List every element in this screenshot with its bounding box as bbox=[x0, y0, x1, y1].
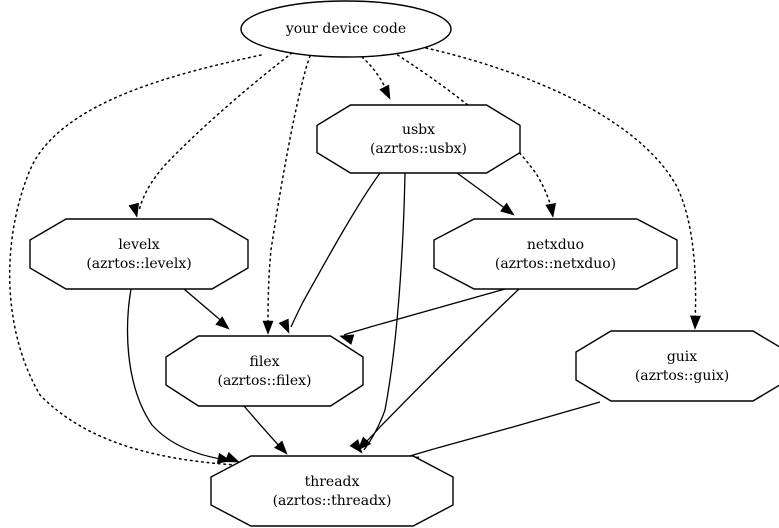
edge-levelx-to-threadx bbox=[126, 288, 228, 461]
graph-node-filex[interactable]: filex(azrtos::filex) bbox=[165, 335, 364, 407]
edge-device-to-levelx bbox=[138, 52, 293, 212]
edge-arrowhead bbox=[545, 202, 557, 218]
edge-netxduo-to-filex bbox=[343, 288, 506, 336]
arrowhead-group bbox=[128, 84, 701, 467]
node-label-package: (azrtos::usbx) bbox=[370, 141, 467, 157]
graph-node-guix[interactable]: guix(azrtos::guix) bbox=[575, 330, 779, 402]
edge-levelx-to-filex bbox=[183, 288, 226, 325]
node-shape-octagon bbox=[433, 218, 678, 290]
graph-node-threadx[interactable]: threadx(azrtos::threadx) bbox=[210, 455, 454, 527]
edge-arrowhead bbox=[690, 315, 701, 330]
edge-usbx-to-netxduo bbox=[456, 172, 511, 213]
edge-guix-to-threadx bbox=[409, 401, 601, 457]
node-label-package: (azrtos::guix) bbox=[635, 368, 729, 384]
edge-usbx-to-filex bbox=[290, 172, 381, 328]
edge-arrowhead bbox=[215, 316, 230, 330]
dotted-edge-group bbox=[9, 47, 697, 466]
solid-edge-group bbox=[126, 172, 601, 461]
edge-arrowhead bbox=[216, 452, 232, 464]
edge-arrowhead bbox=[278, 318, 290, 334]
node-label-primary: filex bbox=[250, 354, 280, 370]
node-label-primary: threadx bbox=[305, 474, 360, 490]
edge-device-to-filex bbox=[267, 55, 311, 329]
edge-arrowhead bbox=[379, 84, 391, 100]
edge-device-to-threadx bbox=[9, 54, 262, 466]
node-shape-ellipse bbox=[240, 0, 452, 58]
node-shape-octagon bbox=[575, 330, 779, 402]
node-label-primary: netxduo bbox=[527, 237, 584, 253]
node-label-primary: levelx bbox=[118, 237, 159, 253]
edge-device-to-netxduo bbox=[392, 51, 553, 212]
node-label-primary: usbx bbox=[402, 122, 435, 138]
node-label-package: (azrtos::levelx) bbox=[86, 256, 191, 272]
node-shape-octagon bbox=[165, 335, 364, 407]
node-label-primary: your device code bbox=[285, 21, 406, 37]
edge-arrowhead bbox=[274, 440, 288, 455]
edge-arrowhead bbox=[500, 202, 515, 216]
edge-device-to-guix bbox=[425, 47, 697, 324]
node-shape-octagon bbox=[210, 455, 454, 527]
edge-netxduo-to-threadx bbox=[361, 288, 520, 447]
edge-arrowhead bbox=[262, 320, 274, 335]
node-shape-octagon bbox=[29, 218, 249, 290]
node-label-package: (azrtos::threadx) bbox=[273, 493, 392, 509]
graph-node-usbx[interactable]: usbx(azrtos::usbx) bbox=[316, 104, 521, 174]
node-group: your device codeusbx(azrtos::usbx)levelx… bbox=[29, 0, 779, 527]
node-label-primary: guix bbox=[667, 349, 697, 365]
node-label-package: (azrtos::netxduo) bbox=[495, 256, 616, 272]
edge-filex-to-threadx bbox=[243, 405, 284, 451]
node-shape-octagon bbox=[316, 104, 521, 174]
edge-arrowhead bbox=[357, 436, 372, 451]
graph-node-netxduo[interactable]: netxduo(azrtos::netxduo) bbox=[433, 218, 678, 290]
edge-arrowhead bbox=[339, 334, 355, 345]
graph-node-levelx[interactable]: levelx(azrtos::levelx) bbox=[29, 218, 249, 290]
edge-arrowhead bbox=[128, 202, 140, 218]
graph-node-device[interactable]: your device code bbox=[240, 0, 452, 58]
node-label-package: (azrtos::filex) bbox=[217, 373, 311, 389]
